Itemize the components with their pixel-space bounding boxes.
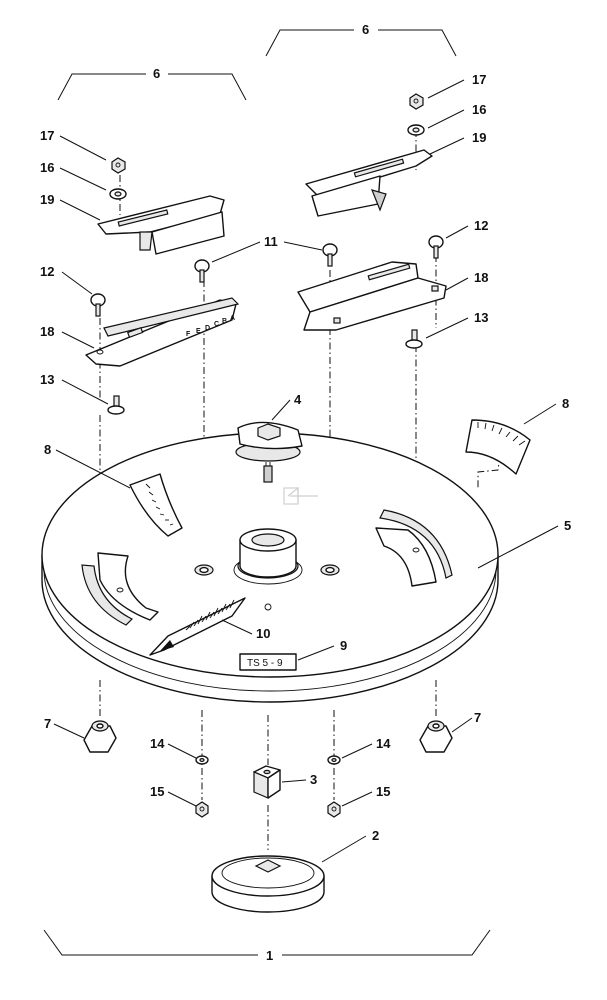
callout-6-right: 6 <box>362 22 369 37</box>
group-bracket-left-6: 6 <box>57 66 247 101</box>
callout-9: 9 <box>340 638 347 653</box>
callout-15-left: 15 <box>150 784 164 799</box>
svg-text:D: D <box>205 325 210 332</box>
foot-7-left <box>83 720 117 753</box>
callout-17-left: 17 <box>40 128 54 143</box>
carriage-bolt-12-left <box>90 293 106 317</box>
callout-10: 10 <box>256 626 270 641</box>
callout-4: 4 <box>294 392 302 407</box>
fence-bracket-19-right <box>305 149 433 217</box>
screw-13-left <box>107 395 125 415</box>
callout-7-left: 7 <box>44 716 51 731</box>
callout-15-right: 15 <box>376 784 390 799</box>
callouts: 17 16 19 12 18 13 11 17 16 19 12 18 13 4… <box>40 72 571 863</box>
group-bracket-bottom-1: 1 <box>43 929 491 963</box>
nut-17-left <box>111 157 126 174</box>
callout-19-left: 19 <box>40 192 54 207</box>
callout-14-left: 14 <box>150 736 165 751</box>
watermark-logo <box>283 486 318 505</box>
nut-15-right <box>327 801 341 818</box>
callout-19-right: 19 <box>472 130 486 145</box>
fence-scale-letters: F E D C B A <box>186 315 235 338</box>
callout-16-right: 16 <box>472 102 486 117</box>
foot-7-right <box>419 720 453 753</box>
callout-13-left: 13 <box>40 372 54 387</box>
nut-15-left <box>195 801 209 818</box>
callout-3: 3 <box>310 772 317 787</box>
callout-14-right: 14 <box>376 736 391 751</box>
washer-14-left <box>195 755 209 765</box>
carriage-bolt-11-right <box>322 243 338 267</box>
clamp-knob-4 <box>235 421 303 483</box>
callout-18-left: 18 <box>40 324 54 339</box>
callout-13-right: 13 <box>474 310 488 325</box>
nut-17-right <box>409 93 424 110</box>
callout-5: 5 <box>564 518 571 533</box>
callout-8-right: 8 <box>562 396 569 411</box>
carriage-bolt-12-right <box>428 235 444 259</box>
svg-text:B: B <box>222 318 227 325</box>
fence-bracket-19-left <box>97 195 225 255</box>
screw-13-right <box>405 329 423 349</box>
callout-2: 2 <box>372 828 379 843</box>
svg-text:C: C <box>214 321 219 328</box>
washer-16-left <box>109 188 127 200</box>
svg-text:A: A <box>230 315 235 322</box>
nameplate-9: TS 5 - 9 <box>239 653 297 671</box>
fence-bracket-18-right <box>297 261 447 331</box>
callout-1: 1 <box>266 948 273 963</box>
angle-scale-8-left <box>129 473 183 537</box>
callout-16-left: 16 <box>40 160 54 175</box>
washer-16-right <box>407 124 425 136</box>
square-nut-3 <box>253 765 281 799</box>
carriage-bolt-11-left <box>194 259 210 283</box>
scale-strip-10 <box>149 597 246 656</box>
callout-8-left: 8 <box>44 442 51 457</box>
callout-18-right: 18 <box>474 270 488 285</box>
callout-6-left: 6 <box>153 66 160 81</box>
nameplate-label: TS 5 - 9 <box>247 658 283 669</box>
callout-12-right: 12 <box>474 218 488 233</box>
knob-base-2 <box>211 855 325 913</box>
washer-14-right <box>327 755 341 765</box>
callout-11-left: 11 <box>264 234 278 249</box>
callout-7-right: 7 <box>474 710 481 725</box>
callout-12-left: 12 <box>40 264 54 279</box>
group-bracket-right-6: 6 <box>265 22 457 57</box>
callout-17-right: 17 <box>472 72 486 87</box>
fence-bracket-18-left: F E D C B A <box>85 297 240 367</box>
angle-scale-8-right <box>465 419 531 475</box>
svg-text:E: E <box>196 328 201 335</box>
svg-text:F: F <box>186 331 191 338</box>
